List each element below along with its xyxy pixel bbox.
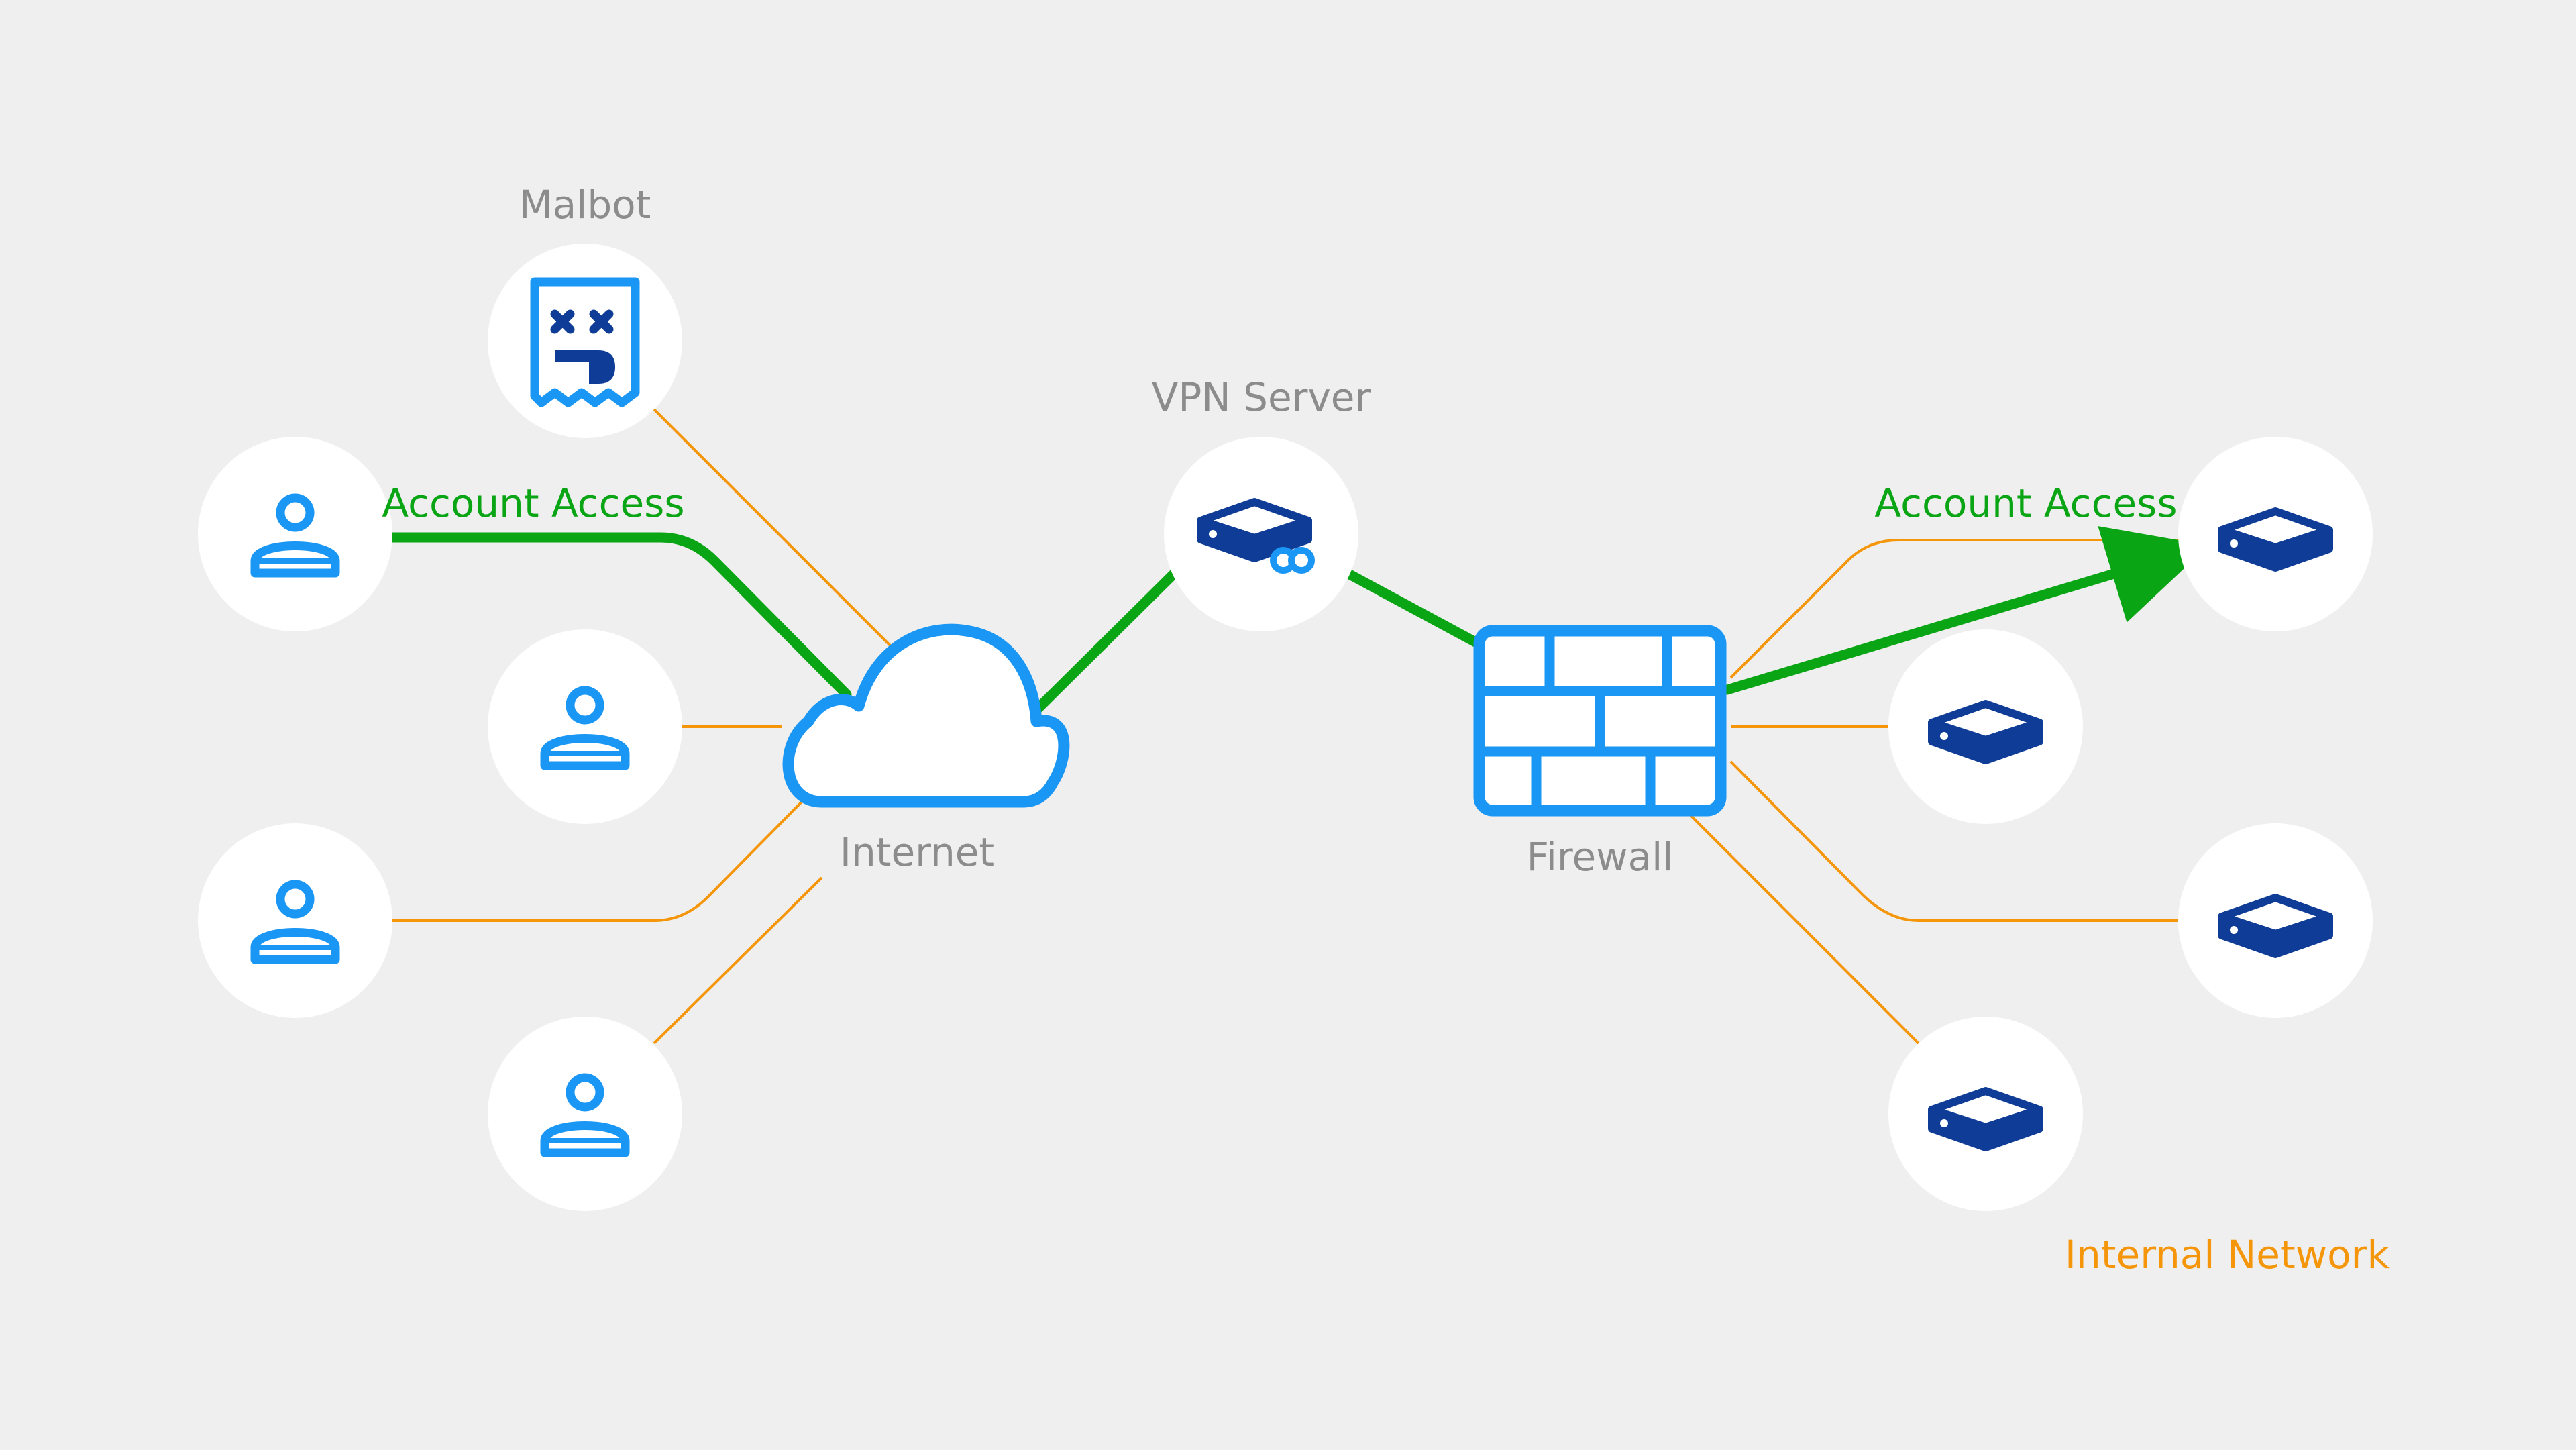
internal-server-node-4[interactable] xyxy=(1888,1017,2083,1211)
firewall-icon xyxy=(1473,625,1727,817)
vpn-server-node[interactable] xyxy=(1164,437,1358,631)
green-vpn-firewall xyxy=(1343,568,1485,650)
link-malbot-internet xyxy=(653,408,897,652)
link-user3-internet xyxy=(392,797,806,922)
account-access-label-left: Account Access xyxy=(382,480,684,526)
firewall-node[interactable] xyxy=(1473,625,1727,817)
firewall-label: Firewall xyxy=(1527,834,1674,880)
malbot-icon xyxy=(530,277,640,407)
internet-node[interactable] xyxy=(782,623,1070,808)
malbot-label: Malbot xyxy=(519,182,651,227)
account-access-path xyxy=(387,526,2209,722)
user-node-2[interactable] xyxy=(488,629,682,824)
user-node-3[interactable] xyxy=(198,823,392,1018)
malbot-node[interactable] xyxy=(488,244,682,438)
cloud-icon xyxy=(782,623,1070,808)
account-access-label-right: Account Access xyxy=(1874,480,2177,526)
link-firewall-server4 xyxy=(1689,814,1920,1045)
internal-server-node-1[interactable] xyxy=(2178,437,2373,631)
link-firewall-server3 xyxy=(1729,760,2180,922)
internet-label: Internet xyxy=(840,829,994,875)
link-user4-internet xyxy=(653,876,823,1045)
internal-server-node-3[interactable] xyxy=(2178,823,2373,1018)
orange-links xyxy=(392,408,2180,1045)
green-firewall-server1 xyxy=(1722,526,2209,695)
vpn-server-label: VPN Server xyxy=(1152,374,1371,420)
internal-server-node-2[interactable] xyxy=(1888,629,2083,824)
green-internet-vpn xyxy=(1024,568,1179,722)
user-node-4[interactable] xyxy=(488,1017,682,1211)
user-node-1[interactable] xyxy=(198,437,392,631)
link-firewall-server1 xyxy=(1729,539,2180,679)
internal-network-label: Internal Network xyxy=(2065,1232,2390,1278)
vpn-server-icon xyxy=(1201,502,1315,574)
green-user1-internet xyxy=(387,532,852,700)
